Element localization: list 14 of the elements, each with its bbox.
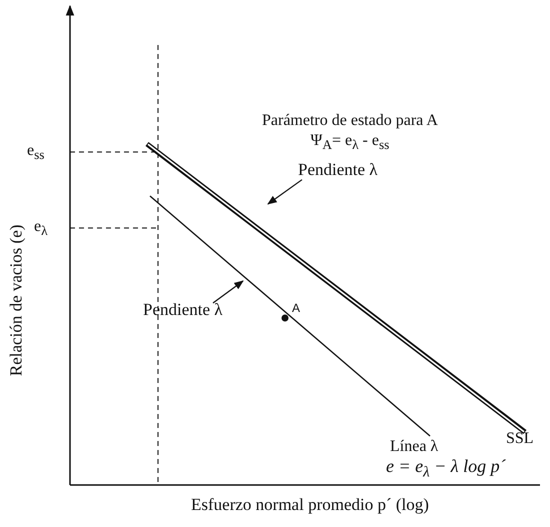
point-label: A <box>292 302 300 316</box>
leader-arrow <box>212 280 244 304</box>
axis-title: Esfuerzo normal promedio p´ (log) <box>191 496 429 515</box>
note-text: Parámetro de estado para A <box>262 112 438 130</box>
equation-text: e = e$_{λ}$ − λ log p´ <box>386 457 506 482</box>
line-label: Línea λ <box>390 438 438 456</box>
line-label: SSL <box>506 430 534 448</box>
annotation-text: Pendiente λ <box>143 301 223 320</box>
leader-arrow <box>267 179 302 205</box>
formula-text: Ψ$_{A}$= e$_{λ}$ - e$_{ss}$ <box>310 132 390 153</box>
annotation-text: Pendiente λ <box>298 161 378 180</box>
axis-tick-label: e$_{λ}$ <box>34 218 48 239</box>
axis-title: Relación de vacios (e) <box>7 224 26 376</box>
axis-tick-label: e$_{ss}$ <box>27 142 44 163</box>
